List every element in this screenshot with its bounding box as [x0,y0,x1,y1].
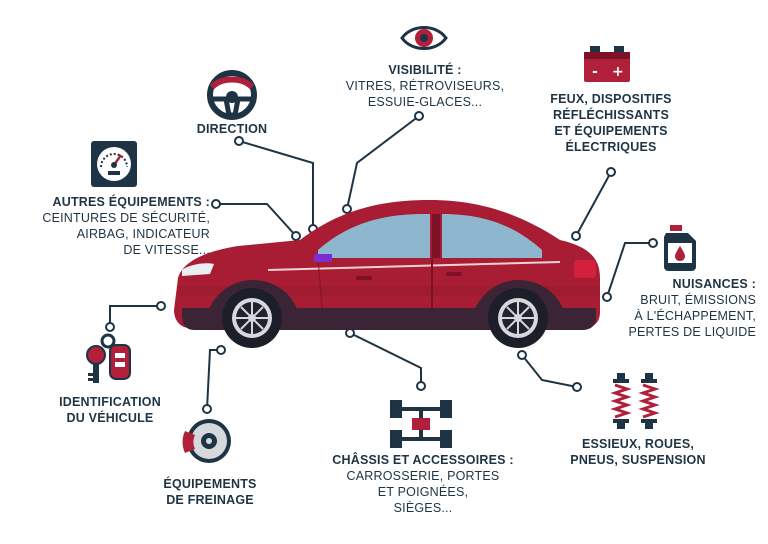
label-nuisances: NUISANCES : BRUIT, ÉMISSIONS À L'ÉCHAPPE… [600,276,756,340]
label-freinage: ÉQUIPEMENTS DE FREINAGE [150,476,270,508]
label-essieux-line: PNEUS, SUSPENSION [570,453,706,467]
car-illustration [174,200,600,348]
connector-feux [575,171,612,237]
label-feux: FEUX, DISPOSITIFS RÉFLÉCHISSANTS ET ÉQUI… [528,91,694,155]
label-autres-line: DE VITESSE... [123,243,210,257]
label-chassis-line: ET POIGNÉES, [377,485,469,499]
label-visibilite: VISIBILITÉ : VITRES, RÉTROVISEURS, ESSUI… [330,62,520,110]
connector-autres [216,203,297,237]
label-autres: AUTRES ÉQUIPEMENTS : CEINTURES DE SÉCURI… [14,194,210,258]
shock-absorber-icon [610,373,660,429]
connector-dots [105,111,658,414]
battery-icon: - + [584,46,630,82]
label-feux-line: FEUX, DISPOSITIFS [550,92,672,106]
label-chassis-line: SIÈGES... [393,501,453,515]
label-autres-title: AUTRES ÉQUIPEMENTS : [52,195,210,209]
eye-icon [400,26,448,50]
label-feux-line: RÉFLÉCHISSANTS [552,108,669,122]
speedometer-icon [91,141,137,187]
label-freinage-line: ÉQUIPEMENTS [163,477,257,491]
steering-wheel-icon [207,70,257,120]
connector-visibilite [346,115,420,210]
connector-essieux [521,354,578,388]
label-nuisances-line: BRUIT, ÉMISSIONS [640,293,756,307]
label-autres-line: CEINTURES DE SÉCURITÉ, [42,211,210,225]
label-visibilite-title: VISIBILITÉ : [388,63,462,77]
svg-text:+: + [612,64,624,80]
label-essieux: ESSIEUX, ROUES, PNEUS, SUSPENSION [548,436,728,468]
connector-lines [109,115,653,410]
label-direction-title: DIRECTION [196,122,268,136]
connector-chassis [349,332,422,386]
label-identification: IDENTIFICATION DU VÉHICULE [40,394,180,426]
label-chassis-title: CHÂSSIS ET ACCESSOIRES : [332,453,514,467]
label-nuisances-line: PERTES DE LIQUIDE [628,325,756,339]
rear-wheel [488,288,548,348]
label-feux-line: ÉLECTRIQUES [565,140,657,154]
connector-direction [238,140,314,229]
label-feux-line: ET ÉQUIPEMENTS [554,124,668,138]
label-autres-line: AIRBAG, INDICATEUR [76,227,210,241]
oil-can-icon [664,225,696,271]
connector-nuisances [606,242,653,298]
front-wheel [222,288,282,348]
connector-identification [109,305,161,327]
label-freinage-line: DE FREINAGE [166,493,254,507]
connector-freinage [206,349,221,410]
label-chassis-line: CARROSSERIE, PORTES [346,469,500,483]
chassis-axle-icon [390,400,452,448]
label-visibilite-line: ESSUIE-GLACES... [367,95,483,109]
car-keys-icon [86,333,131,383]
label-direction: DIRECTION [172,121,292,137]
label-chassis: CHÂSSIS ET ACCESSOIRES : CARROSSERIE, PO… [318,452,528,516]
label-identification-line: IDENTIFICATION [59,395,161,409]
label-essieux-line: ESSIEUX, ROUES, [581,437,695,451]
brake-disc-icon [182,419,231,463]
label-nuisances-title: NUISANCES : [672,277,756,291]
svg-text:-: - [592,64,598,80]
label-visibilite-line: VITRES, RÉTROVISEURS, [345,79,505,93]
label-nuisances-line: À L'ÉCHAPPEMENT, [634,309,756,323]
label-identification-line: DU VÉHICULE [66,411,154,425]
